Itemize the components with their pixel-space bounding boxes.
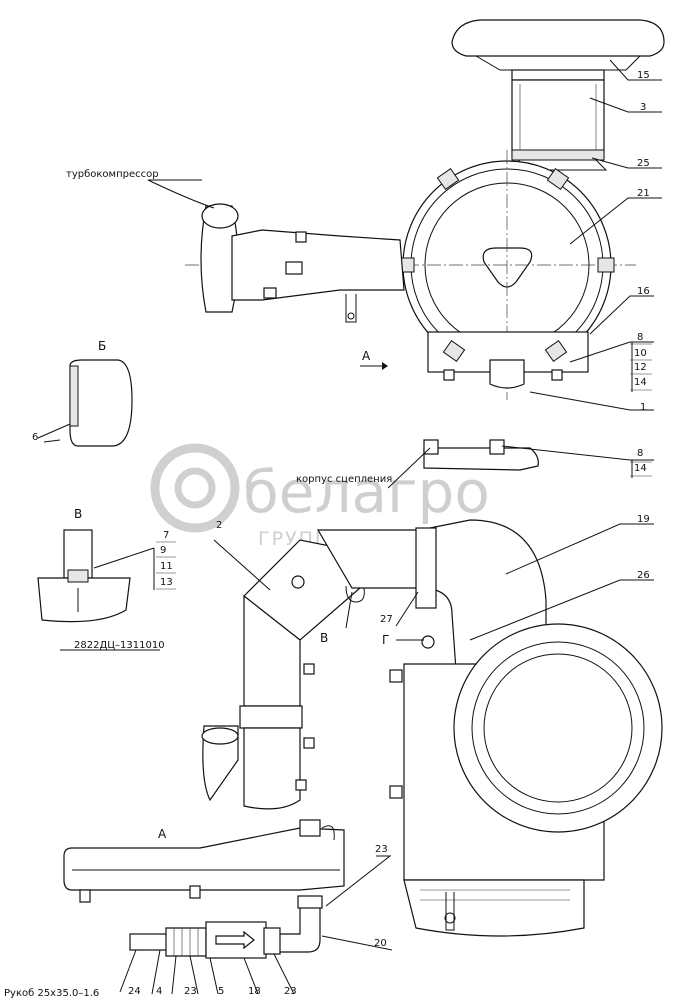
hose-assembly <box>129 895 323 959</box>
callout-13: 13 <box>160 577 173 588</box>
label-clutch-housing: корпус сцепления <box>296 474 392 485</box>
leader-lines <box>43 59 662 995</box>
callout-18: 18 <box>248 986 261 997</box>
callout-14b: 14 <box>634 463 647 474</box>
callout-25: 25 <box>637 158 650 169</box>
callout-11: 11 <box>160 561 173 572</box>
callout-3: 3 <box>640 102 646 113</box>
detail-view-v <box>37 529 160 651</box>
cleaner-housing <box>185 150 636 400</box>
callouts: 15 3 25 21 16 8 10 12 14 1 8 14 19 26 27… <box>32 70 650 997</box>
label-view-v: В <box>74 507 82 521</box>
label-view-a: А <box>158 827 167 841</box>
detail-view-b <box>37 359 133 447</box>
callout-9: 9 <box>160 545 166 556</box>
label-view-v-arrow: В <box>320 631 328 645</box>
callout-2: 2 <box>216 520 222 531</box>
label-view-b: Б <box>98 339 106 353</box>
air-cleaner-cap <box>451 19 665 171</box>
callout-15: 15 <box>637 70 650 81</box>
lower-cleaner <box>389 623 663 937</box>
callout-21: 21 <box>637 188 650 199</box>
callout-7: 7 <box>163 530 169 541</box>
callout-23a: 23 <box>375 844 388 855</box>
callout-16: 16 <box>637 286 650 297</box>
callout-10: 10 <box>634 348 647 359</box>
label-turbocharger: турбокомпрессор <box>66 169 159 180</box>
watermark-brand: белагро <box>243 458 490 526</box>
callout-19: 19 <box>637 514 650 525</box>
callout-12: 12 <box>634 362 647 373</box>
label-spec: 2822ДЦ–1311010 <box>74 640 165 651</box>
callout-4: 4 <box>156 986 162 997</box>
callout-14a: 14 <box>634 377 647 388</box>
callout-23c: 23 <box>284 986 297 997</box>
callout-20: 20 <box>374 938 387 949</box>
turbo-pipe <box>200 203 405 323</box>
callout-6: 6 <box>32 432 38 443</box>
callout-5: 5 <box>218 986 224 997</box>
text-labels: турбокомпрессор корпус сцепления Рукоб 2… <box>4 169 392 999</box>
callout-26: 26 <box>637 570 650 581</box>
callout-8b: 8 <box>637 448 643 459</box>
callout-24: 24 <box>128 986 141 997</box>
label-view-g-arrow: Г <box>382 633 389 647</box>
label-view-a-arrow: А <box>362 349 371 363</box>
detail-view-a <box>63 819 345 903</box>
callout-27: 27 <box>380 614 393 625</box>
callout-8a: 8 <box>637 332 643 343</box>
label-hose: Рукоб 25х35.0–1.6 <box>4 988 99 999</box>
callout-1: 1 <box>640 402 646 413</box>
clutch-bracket <box>423 439 539 471</box>
callout-23b: 23 <box>184 986 197 997</box>
callout-boxes <box>156 343 652 590</box>
